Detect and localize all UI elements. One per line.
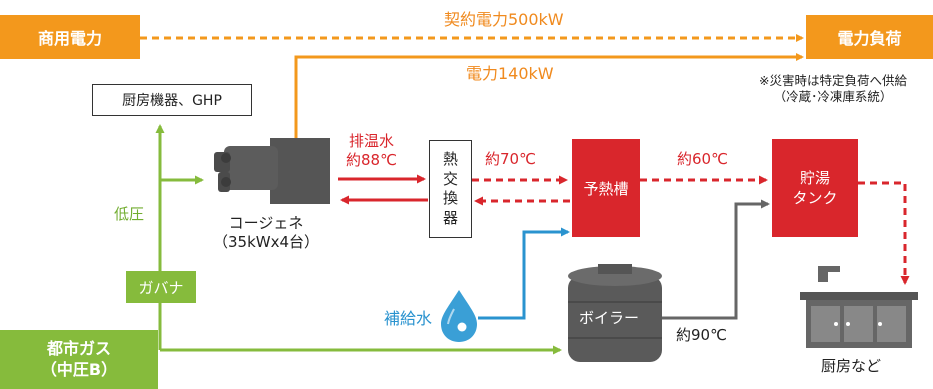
exhaust-water-label-2: 約88℃	[346, 150, 397, 169]
disaster-note-line-2: （冷蔵･冷凍庫系統）	[773, 88, 893, 104]
heat-exchanger-char-1: 熱	[442, 150, 458, 168]
heat-exchanger-box: 熱 交 換 器	[429, 140, 472, 238]
cogeneration-name: コージェネ	[228, 214, 304, 232]
disaster-note: ※災害時は特定負荷へ供給 （冷蔵･冷凍庫系統）	[759, 73, 907, 104]
disaster-note-line-1: ※災害時は特定負荷へ供給	[759, 73, 907, 88]
power-140-label: 電力140kW	[466, 64, 554, 83]
make-up-water-label: 補給水	[384, 309, 433, 328]
commercial-power-box: 商用電力	[0, 15, 140, 59]
hot-water-tank-label-2: タンク	[792, 189, 838, 207]
low-pressure-label: 低圧	[114, 205, 145, 223]
governor-label: ガバナ	[138, 278, 184, 297]
kitchen-equipment-label: 厨房機器、GHP	[122, 93, 222, 109]
heat-exchanger-char-4: 器	[442, 208, 458, 227]
contract-power-label: 契約電力500kW	[444, 10, 564, 29]
boiler-supply-line	[662, 199, 770, 320]
city-gas-label-2: （中圧B）	[40, 359, 118, 379]
commercial-power-label: 商用電力	[37, 29, 102, 48]
city-gas-label-1: 都市ガス	[46, 338, 111, 358]
exhaust-water-label-1: 排温水	[348, 132, 394, 150]
governor-box: ガバナ	[126, 271, 196, 303]
hot-water-tank-box: 貯湯 タンク	[772, 139, 858, 237]
heat-exchanger-char-2: 交	[442, 169, 458, 188]
heat-exchanger-char-3: 換	[442, 189, 458, 207]
cogeneration-spec: （35kWx4台）	[213, 232, 320, 251]
approx-70-label: 約70℃	[485, 150, 536, 168]
cogeneration-power-flow	[294, 53, 804, 138]
power-load-label: 電力負荷	[837, 29, 902, 48]
make-up-water-line	[478, 227, 570, 320]
to-kitchen-arrow	[858, 181, 910, 285]
water-drop-icon	[441, 290, 477, 342]
power-load-box: 電力負荷	[806, 15, 933, 59]
cogeneration-label: コージェネ （35kWx4台）	[213, 214, 319, 252]
boiler-label: ボイラー	[579, 309, 640, 327]
hot-water-tank-label-1: 貯湯	[799, 168, 830, 187]
cogeneration-engine-icon	[214, 138, 330, 204]
approx-90-label: 約90℃	[676, 326, 727, 344]
boiler-drum	[568, 264, 662, 362]
city-gas-box: 都市ガス （中圧B）	[0, 330, 158, 389]
kitchen-equipment-box: 厨房機器、GHP	[92, 84, 252, 116]
kitchen-etc-label: 厨房など	[821, 357, 882, 375]
exhaust-water-label: 排温水 約88℃	[346, 132, 397, 170]
approx-60-label: 約60℃	[677, 150, 728, 168]
kitchen-counter-icon	[800, 266, 918, 348]
preheat-tank-label: 予熱槽	[583, 179, 629, 198]
preheat-tank-box: 予熱槽	[572, 139, 640, 237]
